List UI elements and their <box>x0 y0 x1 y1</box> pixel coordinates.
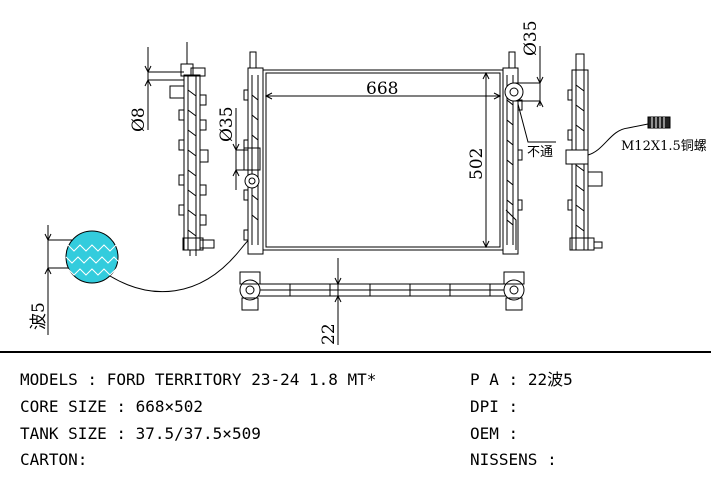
core-height-dimension <box>482 71 490 249</box>
pa-label: P A <box>470 370 499 389</box>
core-width-label: 668 <box>366 79 398 99</box>
pa-row: P A : 22波5 <box>470 370 573 389</box>
section-divider <box>0 351 711 353</box>
core-size-row: CORE SIZE : 668×502 <box>20 397 204 416</box>
dpi-label: DPI <box>470 397 499 416</box>
fin-type-label: 波5 <box>29 302 49 330</box>
nissens-label: NISSENS <box>470 450 538 469</box>
oem-row: OEM : <box>470 424 528 443</box>
right-side-view <box>565 53 629 251</box>
nissens-row: NISSENS : <box>470 450 567 469</box>
carton-label: CARTON: <box>20 450 88 469</box>
core-size-label: CORE SIZE <box>20 397 107 416</box>
right-port-dimension <box>514 46 556 143</box>
core-width-dimension <box>264 92 502 100</box>
bottom-view <box>239 271 525 311</box>
tank-size-value: 37.5/37.5×509 <box>135 424 261 443</box>
models-row: MODELS : FORD TERRITORY 23-24 1.8 MT* <box>20 370 377 389</box>
carton-row: CARTON: <box>20 450 87 470</box>
right-port-diameter-label: Ø35 <box>521 20 541 56</box>
left-port-diameter-label: Ø35 <box>217 106 237 142</box>
oem-label: OEM <box>470 424 499 443</box>
tank-size-label: TANK SIZE <box>20 424 107 443</box>
core-height-label: 502 <box>467 148 487 180</box>
tank-offset-label: 22 <box>319 323 339 345</box>
core-size-value: 668×502 <box>135 397 204 416</box>
radiator-technical-drawing: Ø8 波5 <box>29 20 707 345</box>
thread-spec-note: M12X1.5铜螺 <box>621 139 707 154</box>
pa-value: 22波5 <box>527 370 573 389</box>
front-view-core <box>243 51 524 255</box>
pipe-diameter-dimension-left <box>144 47 184 130</box>
left-port-dimension <box>232 108 244 190</box>
tank-size-row: TANK SIZE : 37.5/37.5×509 <box>20 424 261 443</box>
tank-offset-dimension <box>330 258 346 345</box>
left-side-view <box>169 42 215 256</box>
no-through-note: 不通 <box>527 145 553 160</box>
pipe-diameter-label-left: Ø8 <box>129 107 149 132</box>
models-value: FORD TERRITORY 23-24 1.8 MT* <box>106 370 377 389</box>
thread-fitting-callout <box>627 116 671 129</box>
dpi-row: DPI : <box>470 397 528 416</box>
models-label: MODELS <box>20 370 78 389</box>
